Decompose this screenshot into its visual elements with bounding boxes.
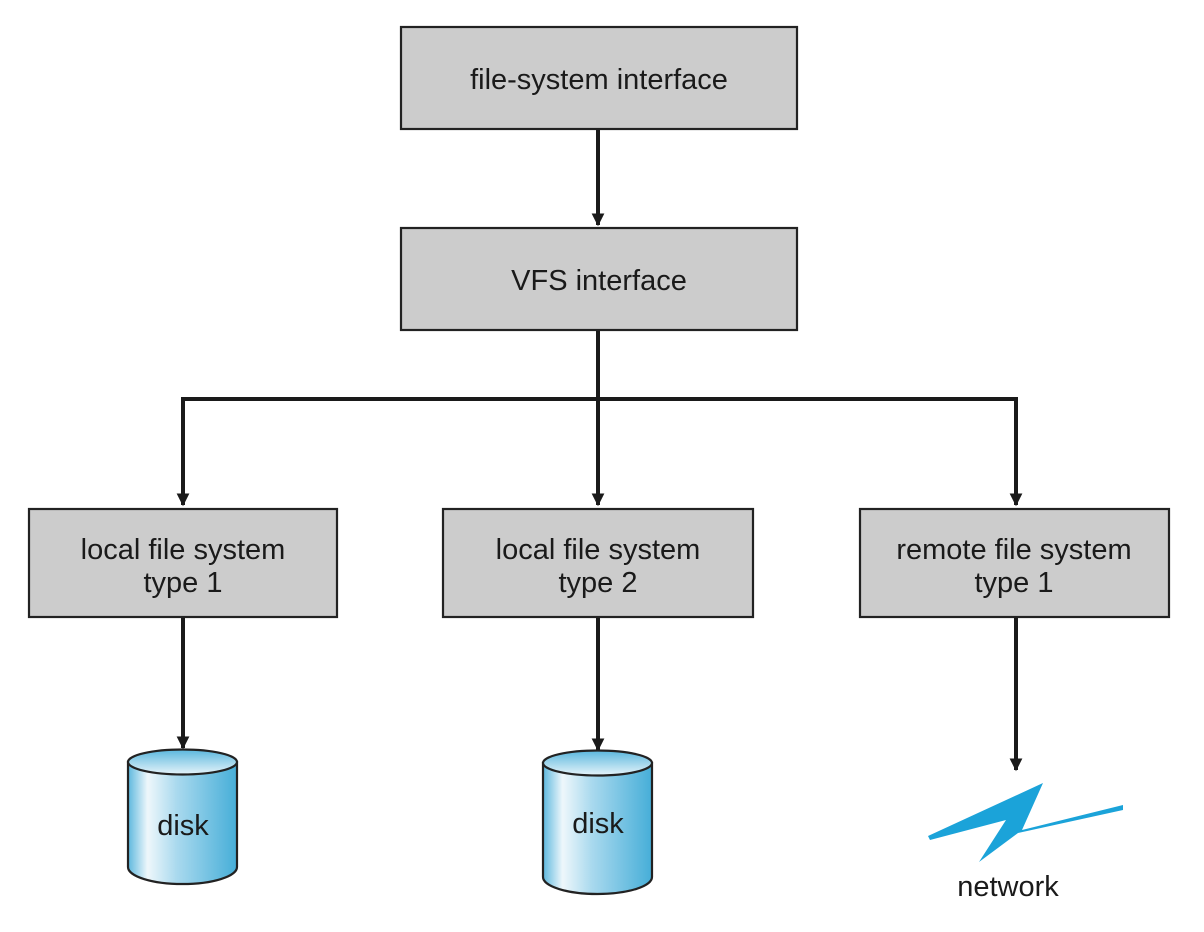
disk-cylinder-icon [541, 749, 654, 896]
node-label-line-1: local file system [496, 534, 701, 566]
node-remote-file-system-type-1: remote file system type 1 [858, 507, 1171, 619]
node-disk-2: disk [541, 749, 654, 896]
node-label-line-1: local file system [81, 534, 286, 566]
node-label: file-system interface [470, 64, 728, 96]
edges [176, 129, 1023, 772]
network-label: network [957, 871, 1059, 903]
node-vfs-interface: VFS interface [399, 226, 799, 332]
node-file-system-interface: file-system interface [399, 25, 799, 131]
node-label-line-2: type 1 [975, 567, 1054, 599]
node-label-line-1: remote file system [896, 534, 1131, 566]
node-local-file-system-type-2: local file system type 2 [441, 507, 755, 619]
node-network: network [928, 783, 1123, 903]
disk-cylinder-icon [126, 748, 239, 886]
node-label-line-2: type 2 [559, 567, 638, 599]
node-disk-1: disk [126, 748, 239, 886]
node-label: VFS interface [511, 265, 687, 297]
node-label-line-2: type 1 [144, 567, 223, 599]
lightning-network-icon [928, 783, 1123, 862]
disk-label: disk [157, 810, 209, 842]
disk-label: disk [572, 808, 624, 840]
node-local-file-system-type-1: local file system type 1 [27, 507, 339, 619]
